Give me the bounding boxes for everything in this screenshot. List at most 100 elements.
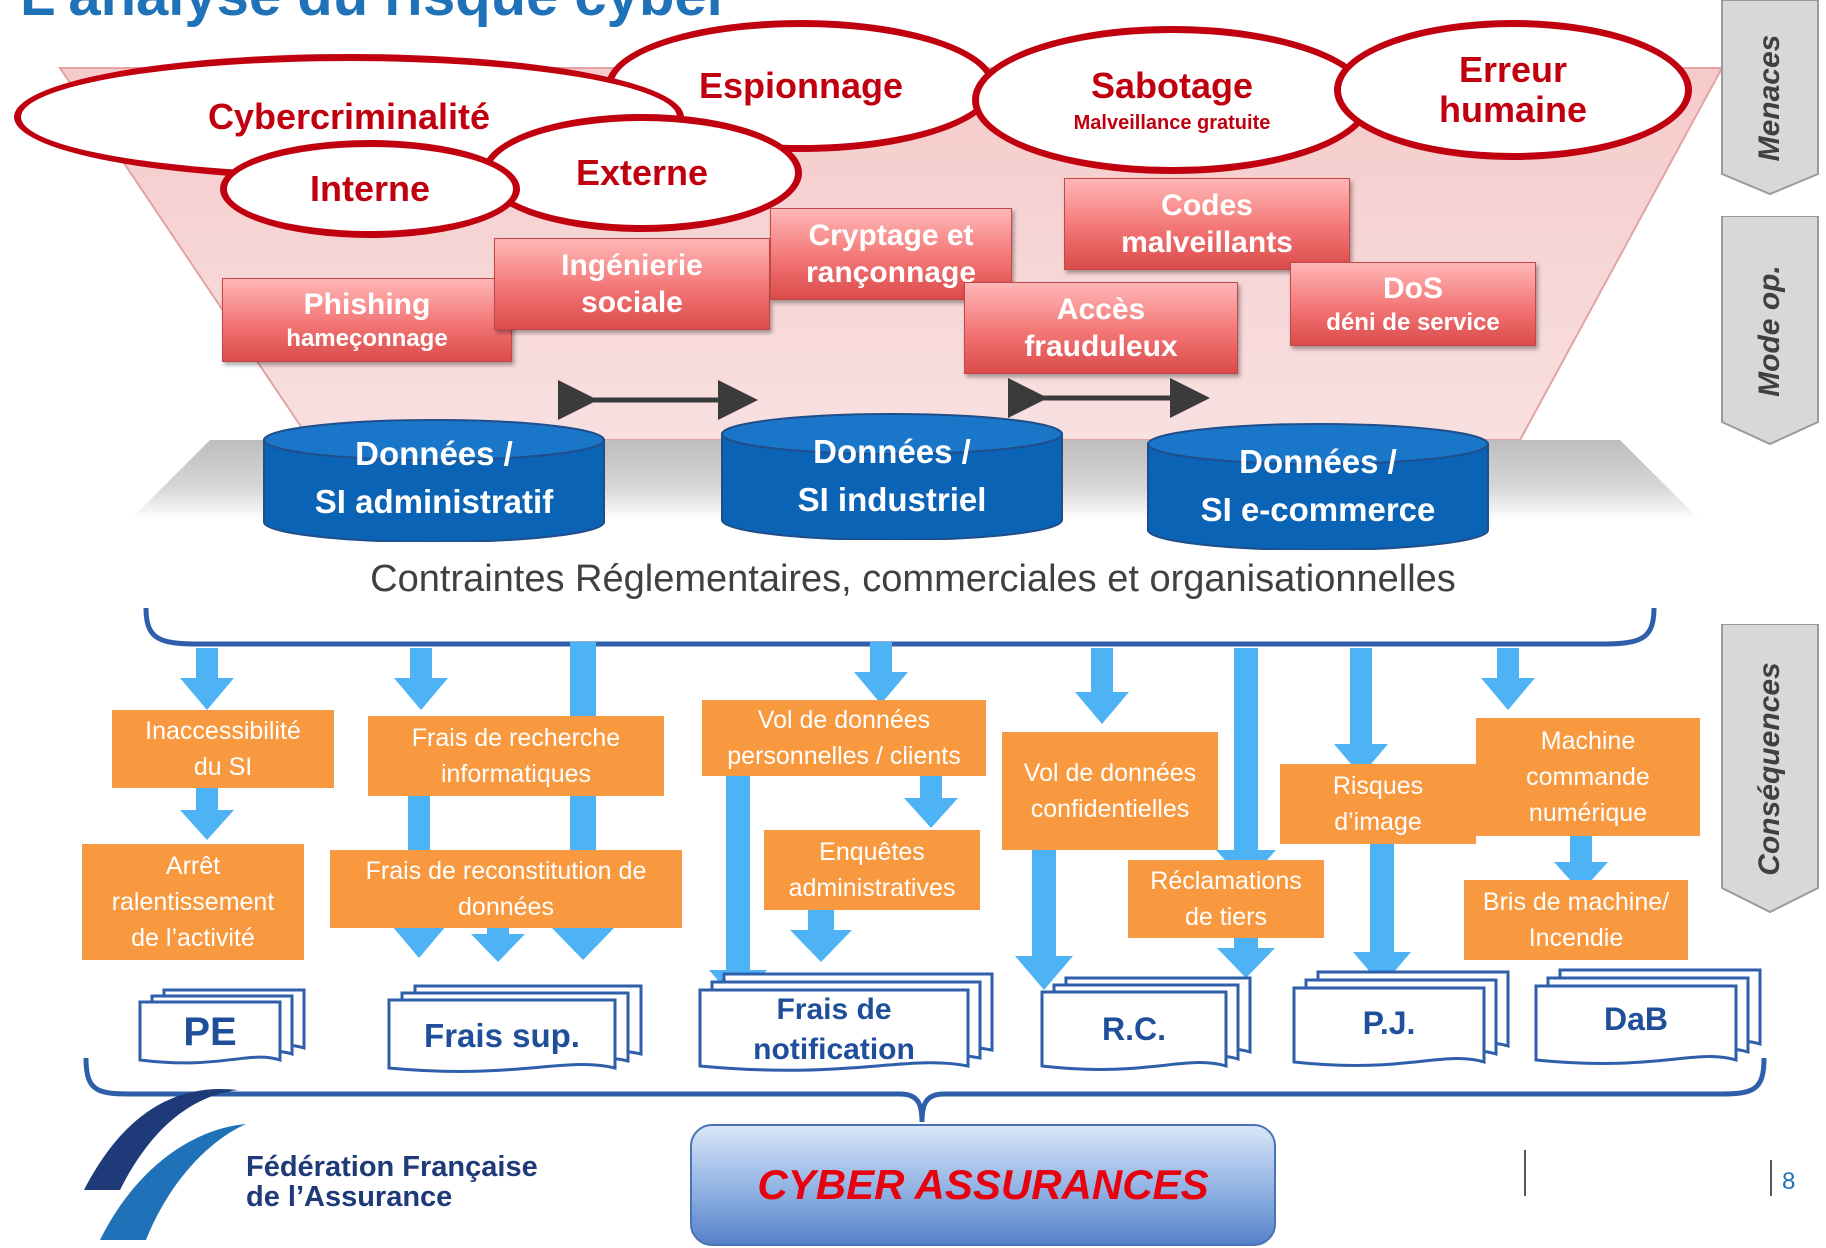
side-label-menaces: Menaces — [1720, 0, 1820, 196]
consequence-vol-donnees-conf: Vol de données confidentielles — [1002, 732, 1218, 850]
cons-machine-line2: commande — [1526, 762, 1650, 791]
cylinder-admin-line2: SI administratif — [314, 483, 554, 521]
side-consequences-text: Conséquences — [1753, 662, 1786, 876]
consequence-frais-reconstitution: Frais de reconstitution de données — [330, 850, 682, 928]
coverage-pe: PE — [183, 1010, 237, 1054]
consequence-frais-recherche: Frais de recherche informatiques — [368, 716, 664, 796]
mode-cryptage-line2: rançonnage — [805, 256, 977, 289]
threat-sabotage-label: Sabotage — [1090, 65, 1254, 107]
threat-erreur-line1: Erreur — [1458, 49, 1568, 91]
cons-enquetes-line2: administratives — [788, 874, 956, 902]
page-title: L’analyse du risque cyber — [20, 0, 729, 29]
threat-externe-label: Externe — [575, 152, 709, 194]
mode-dos-label: DoS — [1383, 272, 1443, 306]
coverage-frais-sup: Frais sup. — [424, 1016, 580, 1054]
ffa-logo-line2: de l’Assurance — [246, 1181, 453, 1214]
mode-phishing-sublabel: hameçonnage — [286, 324, 448, 352]
coverage-dab: DaB — [1603, 1001, 1668, 1038]
footer-divider-2 — [1770, 1160, 1772, 1196]
mode-dos-sublabel: déni de service — [1326, 308, 1500, 336]
cons-arret-line1: Arrêt — [165, 851, 221, 880]
cons-enquetes-line1: Enquêtes — [819, 837, 925, 866]
cons-machine-line1: Machine — [1540, 726, 1636, 755]
threat-erreur-humaine: Erreur humaine — [1334, 20, 1692, 160]
cons-vol-perso-line2: personnelles / clients — [727, 742, 961, 770]
cons-vol-conf-line1: Vol de données — [1023, 758, 1197, 787]
mode-codes-malveillants: Codes malveillants — [1064, 178, 1350, 270]
mode-ingenierie-line2: sociale — [581, 286, 683, 319]
mode-acces-frauduleux: Accès frauduleux — [964, 282, 1238, 374]
consequence-vol-donnees-perso: Vol de données personnelles / clients — [702, 700, 986, 776]
mode-acces-line1: Accès — [1056, 292, 1146, 326]
threat-sabotage-sublabel: Malveillance gratuite — [1073, 111, 1271, 134]
cons-arret-line2: ralentissement — [111, 887, 275, 916]
coverage-notification: Frais de notification — [700, 993, 968, 1067]
cylinder-admin-line1: Données / — [355, 435, 513, 473]
cylinder-indus-line1: Données / — [813, 433, 971, 471]
coverage-brace — [83, 1057, 1767, 1123]
cylinder-ecom-line1: Données / — [1239, 443, 1397, 481]
mode-phishing-label: Phishing — [303, 288, 431, 322]
ffa-logo-text: Fédération Française de l’Assurance — [246, 1152, 538, 1213]
constraints-label: Contraintes Réglementaires, commerciales… — [370, 558, 1456, 600]
coverage-documents — [138, 968, 1762, 1073]
side-label-mode-op: Mode op. — [1720, 216, 1820, 446]
cylinder-shape — [721, 413, 1063, 540]
ffa-logo-swoosh — [84, 1088, 246, 1240]
cylinder-si-administratif: Données / SI administratif — [262, 418, 606, 542]
cons-reclam-line1: Réclamations — [1150, 866, 1302, 895]
coverage-rc: R.C. — [1102, 1011, 1166, 1048]
cons-bris-line2: Incendie — [1528, 924, 1624, 952]
consequence-enquetes: Enquêtes administratives — [764, 830, 980, 910]
consequence-risques-image: Risques d’image — [1280, 764, 1476, 844]
cylinder-ecom-line2: SI e-commerce — [1200, 491, 1436, 529]
cylinder-shape — [1147, 423, 1489, 550]
chevron-shape — [1721, 0, 1819, 196]
chevron-shape — [1721, 624, 1819, 914]
side-mode-op-text: Mode op. — [1753, 265, 1786, 397]
cons-reclam-line2: de tiers — [1185, 903, 1267, 931]
threat-interne-label: Interne — [309, 168, 431, 210]
consequence-machine-numerique: Machine commande numérique — [1476, 718, 1700, 836]
threat-externe: Externe — [482, 114, 802, 232]
consequence-bris-machine: Bris de machine/ Incendie — [1464, 880, 1688, 960]
cylinder-indus-line2: SI industriel — [797, 481, 987, 519]
threat-sabotage: Sabotage Malveillance gratuite — [972, 26, 1372, 174]
cons-arret-line3: de l’activité — [131, 924, 255, 953]
cylinder-si-ecommerce: Données / SI e-commerce — [1146, 422, 1490, 550]
constraints-brace — [143, 607, 1657, 647]
mode-ingenierie-line1: Ingénierie — [561, 248, 703, 282]
ffa-logo-line1: Fédération Française — [246, 1151, 538, 1183]
side-menaces-text: Menaces — [1753, 34, 1786, 162]
page-number: 8 — [1782, 1168, 1796, 1195]
cons-vol-conf-line2: confidentielles — [1030, 795, 1190, 823]
cons-reconst-line2: données — [458, 893, 554, 921]
chevron-shape — [1721, 216, 1819, 446]
threat-erreur-line2: humaine — [1438, 89, 1588, 130]
consequence-arret-activite: Arrêt ralentissement de l’activité — [82, 844, 304, 960]
threat-cybercriminalite-label: Cybercriminalité — [207, 96, 491, 138]
consequence-reclamations: Réclamations de tiers — [1128, 860, 1324, 938]
cons-reconst-line1: Frais de reconstitution de — [365, 856, 647, 885]
cons-vol-perso-line1: Vol de données — [757, 705, 931, 734]
side-label-consequences: Conséquences — [1720, 624, 1820, 914]
consequence-inaccessibilite: Inaccessibilité du SI — [112, 710, 334, 788]
threat-interne: Interne — [220, 140, 520, 238]
cylinder-shape — [263, 419, 605, 542]
cons-inaccess-line1: Inaccessibilité — [145, 716, 301, 745]
mode-codes-line1: Codes — [1161, 188, 1253, 222]
mode-dos: DoS déni de service — [1290, 262, 1536, 346]
mode-ingenierie-sociale: Ingénierie sociale — [494, 238, 770, 330]
cons-machine-line3: numérique — [1528, 799, 1648, 828]
coverage-notif-line2: notification — [753, 1033, 915, 1066]
cylinder-si-industriel: Données / SI industriel — [720, 412, 1064, 540]
cons-recherche-line2: informatiques — [440, 760, 592, 788]
cyber-assurances-box: CYBER ASSURANCES — [690, 1124, 1276, 1246]
coverage-notif-line1: Frais de — [776, 992, 892, 1026]
threat-espionnage-label: Espionnage — [698, 65, 904, 107]
mode-codes-line2: malveillants — [1121, 226, 1293, 259]
coverage-pj: P.J. — [1362, 1005, 1416, 1042]
mode-acces-line2: frauduleux — [1024, 330, 1178, 363]
cons-inaccess-line2: du SI — [193, 753, 253, 781]
cons-image-line1: Risques — [1332, 771, 1424, 800]
